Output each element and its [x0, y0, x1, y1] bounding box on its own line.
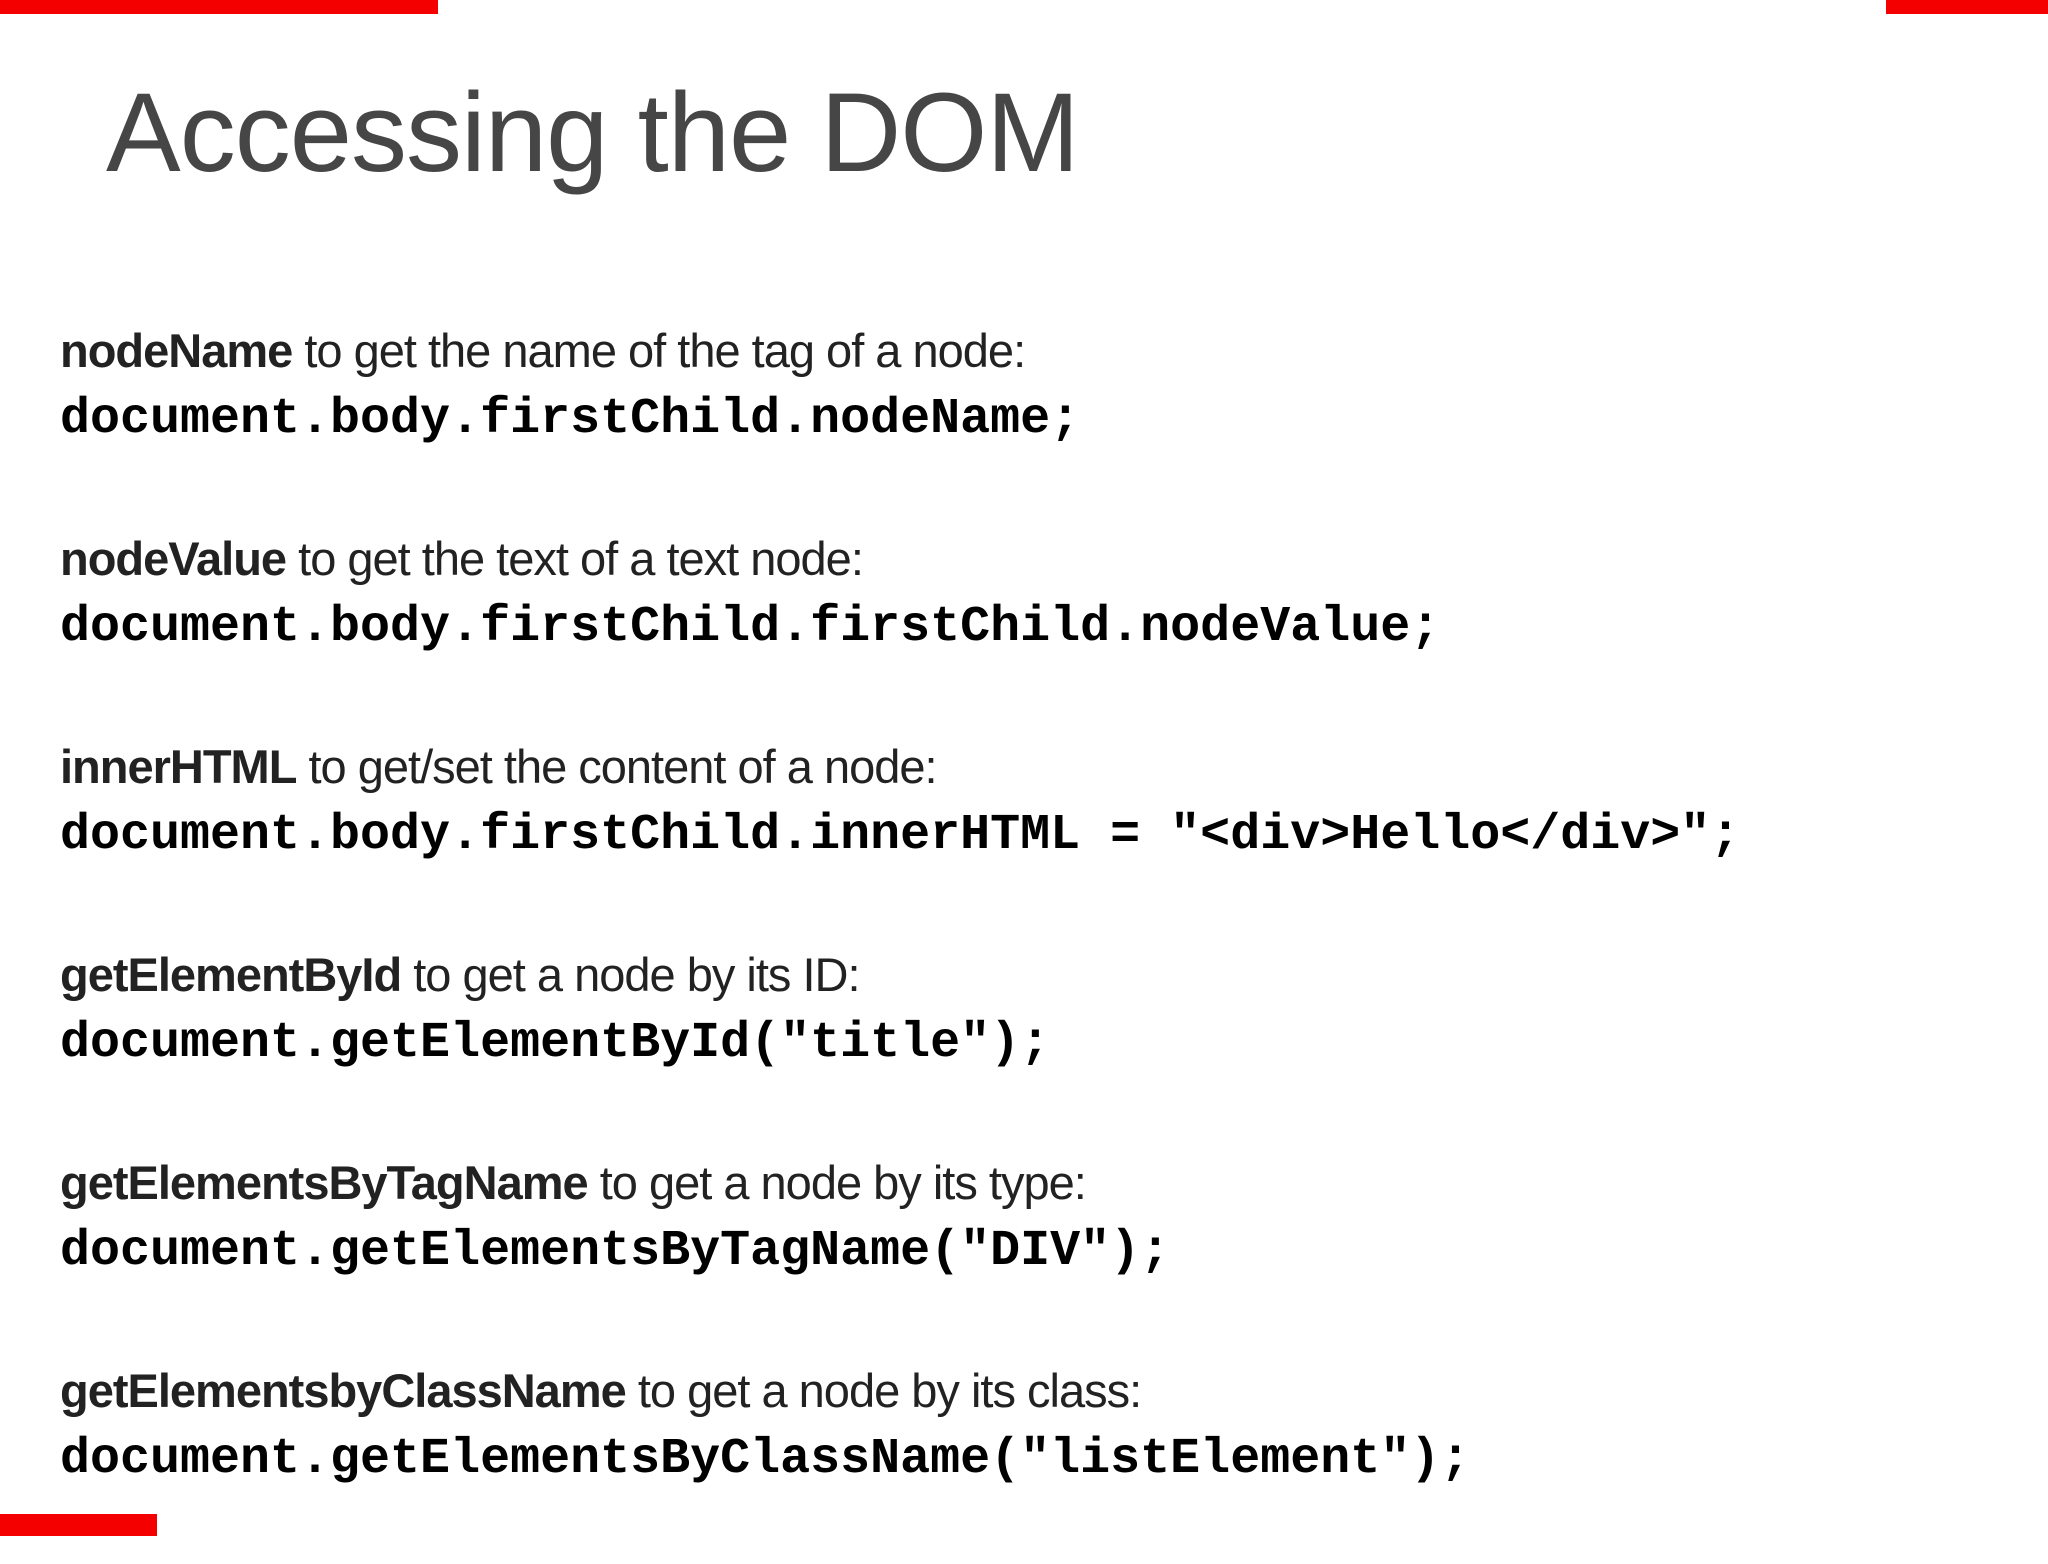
- method-description: to get the text of a text node:: [286, 532, 864, 585]
- method-keyword: getElementById: [60, 948, 402, 1001]
- method-description: to get a node by its class:: [625, 1364, 1142, 1417]
- method-block-getelementsbytagname: getElementsByTagName to get a node by it…: [60, 1148, 2008, 1286]
- method-label: innerHTML to get/set the content of a no…: [60, 732, 2008, 801]
- method-label: nodeName to get the name of the tag of a…: [60, 316, 2008, 385]
- method-description: to get the name of the tag of a node:: [292, 324, 1026, 377]
- slide-title: Accessing the DOM: [106, 70, 1080, 195]
- method-label: getElementById to get a node by its ID:: [60, 940, 2008, 1009]
- method-block-innerhtml: innerHTML to get/set the content of a no…: [60, 732, 2008, 870]
- method-description: to get a node by its ID:: [401, 948, 860, 1001]
- method-label: getElementsbyClassName to get a node by …: [60, 1356, 2008, 1425]
- method-label: getElementsByTagName to get a node by it…: [60, 1148, 2008, 1217]
- method-keyword: getElementsbyClassName: [60, 1364, 627, 1417]
- method-code: document.body.firstChild.nodeName;: [60, 391, 1081, 448]
- method-code: document.body.firstChild.innerHTML = "<d…: [60, 807, 1741, 864]
- method-keyword: getElementsByTagName: [60, 1156, 589, 1209]
- method-keyword: nodeName: [60, 324, 293, 377]
- method-block-getelementbyid: getElementById to get a node by its ID: …: [60, 940, 2008, 1078]
- red-edge-bar-bottom-left: [0, 1514, 157, 1536]
- method-code: document.body.firstChild.firstChild.node…: [60, 599, 1441, 656]
- method-keyword: innerHTML: [60, 740, 297, 793]
- red-edge-bar-top-left: [0, 0, 438, 14]
- method-block-nodevalue: nodeValue to get the text of a text node…: [60, 524, 2008, 662]
- method-label: nodeValue to get the text of a text node…: [60, 524, 2008, 593]
- method-description: to get a node by its type:: [587, 1156, 1087, 1209]
- method-description: to get/set the content of a node:: [296, 740, 937, 793]
- method-block-getelementsbyclassname: getElementsbyClassName to get a node by …: [60, 1356, 2008, 1494]
- method-code: document.getElementsByTagName("DIV");: [60, 1223, 1171, 1280]
- method-code: document.getElementById("title");: [60, 1015, 1051, 1072]
- slide-content: nodeName to get the name of the tag of a…: [60, 316, 2008, 1564]
- red-edge-bar-top-right: [1886, 0, 2048, 14]
- method-code: document.getElementsByClassName("listEle…: [60, 1431, 1471, 1488]
- method-keyword: nodeValue: [60, 532, 287, 585]
- method-block-nodename: nodeName to get the name of the tag of a…: [60, 316, 2008, 454]
